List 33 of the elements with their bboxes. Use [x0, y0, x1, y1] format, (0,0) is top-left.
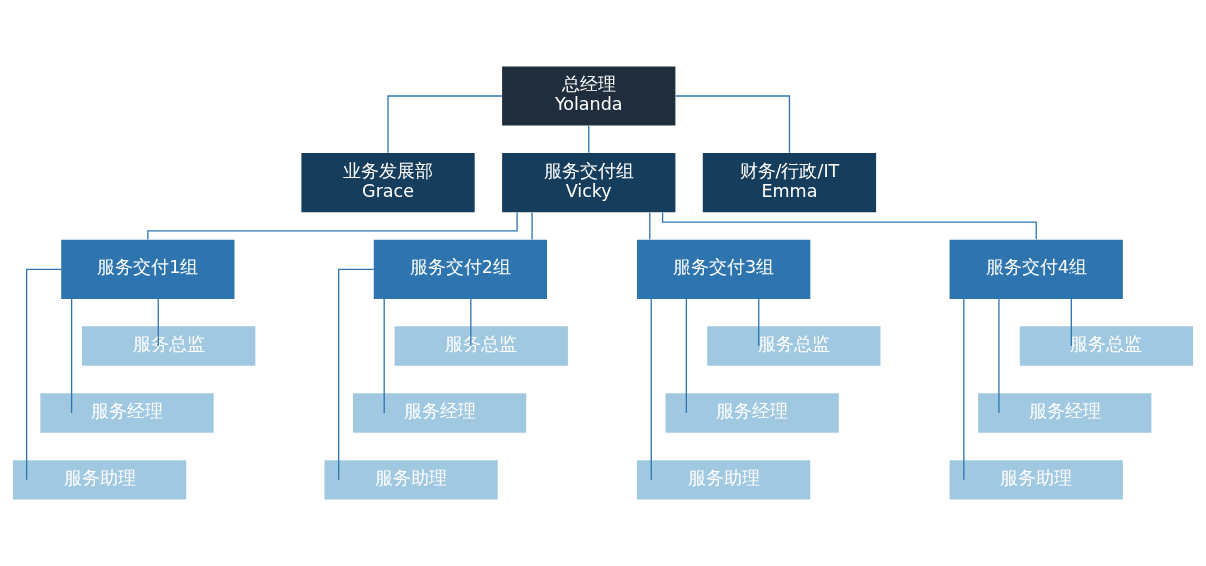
- node-box: 服务经理: [352, 393, 527, 433]
- node-box: 服务经理: [665, 393, 839, 433]
- connector: [387, 95, 503, 154]
- connector: [147, 211, 518, 241]
- node-box: 财务/行政/IT Emma: [702, 153, 877, 213]
- connector: [998, 268, 1000, 414]
- node-box: 服务交付4组: [949, 239, 1123, 299]
- node-box: 服务助理: [949, 460, 1123, 500]
- node-box: 总经理 Yolanda: [502, 66, 676, 126]
- node-box: 服务经理: [40, 393, 214, 433]
- node-box: 服务总监: [82, 326, 256, 366]
- node-box: 服务助理: [324, 460, 498, 500]
- connector: [649, 211, 651, 241]
- connector: [685, 268, 687, 414]
- connector: [588, 125, 590, 154]
- node-box: 服务助理: [637, 460, 811, 500]
- connector: [26, 268, 62, 481]
- node-box: 服务总监: [707, 326, 881, 366]
- node-box: 业务发展部 Grace: [301, 153, 475, 213]
- node-box: 服务交付2组: [373, 239, 548, 299]
- node-box: 服务助理: [12, 460, 187, 500]
- connector: [674, 95, 791, 154]
- connector: [338, 268, 375, 481]
- node-box: 服务交付组 Vicky: [502, 153, 676, 213]
- node-box: 服务总监: [394, 326, 568, 366]
- connector: [661, 211, 1037, 240]
- node-box: 服务总监: [1019, 326, 1194, 366]
- connector: [531, 211, 533, 241]
- node-box: 服务交付1组: [61, 239, 235, 299]
- node-box: 服务交付3组: [637, 239, 811, 299]
- node-box: 服务经理: [978, 393, 1152, 433]
- connector: [1070, 268, 1072, 347]
- connector: [758, 268, 760, 347]
